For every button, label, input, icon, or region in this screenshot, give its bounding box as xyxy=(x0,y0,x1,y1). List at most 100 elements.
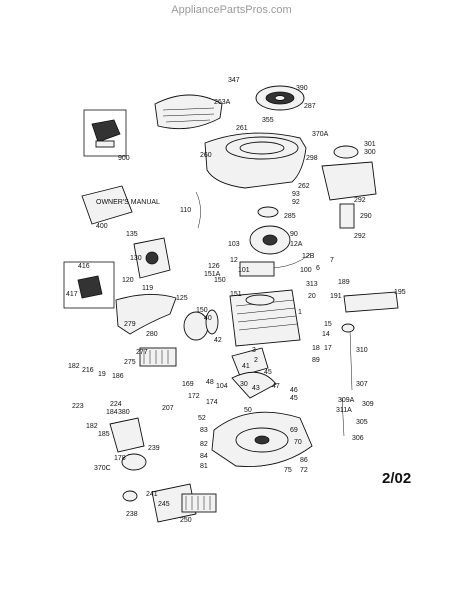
part-number-label: 313 xyxy=(306,281,318,288)
primer-assembly xyxy=(77,275,103,299)
part-number-label: 120 xyxy=(122,277,134,284)
part-number-label: 189 xyxy=(338,279,350,286)
part-number-label: 261 xyxy=(236,125,248,132)
part-number-label: 83 xyxy=(200,427,208,434)
part-number-label: 92 xyxy=(292,199,300,206)
part-number-label: 14 xyxy=(322,331,330,338)
part-number-label: 300 xyxy=(364,149,376,156)
part-number-label: 72 xyxy=(300,467,308,474)
ignition-coil xyxy=(239,261,275,277)
part-number-label: 224 xyxy=(110,401,122,408)
part-number-label: 370A xyxy=(312,131,329,138)
part-number-label: 311A xyxy=(336,407,352,414)
part-number-label: 298 xyxy=(306,155,318,162)
watermark: AppliancePartsPros.com xyxy=(171,4,292,16)
part-number-label: 42 xyxy=(214,337,222,344)
connecting-rod xyxy=(231,347,269,377)
part-number-label: 355 xyxy=(262,117,274,124)
part-number-label: 48 xyxy=(206,379,214,386)
part-number-label: 174 xyxy=(206,399,218,406)
cylinder-block xyxy=(229,289,301,347)
part-number-label: 135 xyxy=(126,231,138,238)
recoil-starter-center xyxy=(274,95,286,101)
part-number-label: 19 xyxy=(98,371,106,378)
part-number-label: 100 xyxy=(300,267,312,274)
part-number-label: 18 xyxy=(312,345,320,352)
part-number-label: 277 xyxy=(136,349,148,356)
part-number-label: 191 xyxy=(330,293,342,300)
filter-element-pleats xyxy=(185,496,211,510)
grill-slots xyxy=(162,107,215,123)
part-number-label: 110 xyxy=(180,207,191,214)
owners-manual xyxy=(81,185,133,225)
part-number-label: 86 xyxy=(300,457,308,464)
governor-bracket xyxy=(343,291,399,313)
part-number-label: 2 xyxy=(254,357,258,364)
part-number-label: 290 xyxy=(360,213,372,220)
part-number-label: 89 xyxy=(312,357,320,364)
part-number-label: 241 xyxy=(146,491,158,498)
part-number-label: 400 xyxy=(96,223,108,230)
oil-fill-tube xyxy=(341,397,345,437)
part-number-label: 309A xyxy=(338,397,355,404)
part-number-label: 285 xyxy=(284,213,296,220)
part-number-label: 12A xyxy=(290,241,303,248)
part-number-label: 3 xyxy=(252,347,256,354)
starter-grill-cover xyxy=(154,94,223,130)
part-number-label: 262 xyxy=(298,183,310,190)
part-number-label: 380 xyxy=(118,409,130,416)
part-number-label: 275 xyxy=(124,359,136,366)
part-number-label: 416 xyxy=(78,263,90,270)
carburetor xyxy=(109,417,145,453)
part-number-label: 90 xyxy=(290,231,298,238)
part-number-label: 310 xyxy=(356,347,368,354)
part-number-label: 169 xyxy=(182,381,194,388)
part-number-label: 900 xyxy=(118,155,130,162)
part-number-label: 207 xyxy=(162,405,174,412)
muffler-bracket xyxy=(339,203,355,229)
part-number-label: 292 xyxy=(354,197,366,204)
part-number-label: 41 xyxy=(242,363,250,370)
part-number-label: 150 xyxy=(214,277,226,284)
part-number-label: 43 xyxy=(252,385,260,392)
air-cleaner-body xyxy=(151,483,197,523)
air-baffle xyxy=(115,294,177,335)
part-number-label: 7 xyxy=(330,257,334,264)
revision-date: 2/02 xyxy=(382,470,412,487)
part-number-label: 93 xyxy=(292,191,300,198)
part-number-label: 239 xyxy=(148,445,160,452)
part-number-label: 301 xyxy=(364,141,376,148)
engine-thumbnail xyxy=(91,119,121,143)
part-number-label: 309 xyxy=(362,401,374,408)
intake-port xyxy=(145,251,159,265)
part-number-label: 185 xyxy=(98,431,110,438)
air-filter xyxy=(139,347,177,367)
part-number-label: 40 xyxy=(204,315,212,322)
part-number-label: 223 xyxy=(72,403,84,410)
part-number-label: 46 xyxy=(290,387,298,394)
part-number-label: 238 xyxy=(126,511,138,518)
part-number-label: 45 xyxy=(264,369,272,376)
part-number-label: 182 xyxy=(86,423,98,430)
part-number-label: 307 xyxy=(356,381,368,388)
dipstick-cap xyxy=(341,323,355,333)
part-number-label: 151 xyxy=(230,291,242,298)
sump-bearing xyxy=(254,435,270,445)
part-number-label: 130 xyxy=(130,255,142,262)
part-number-label: 306 xyxy=(352,435,364,442)
part-number-label: 75 xyxy=(284,467,292,474)
part-number-label: 417 xyxy=(66,291,78,298)
part-number-label: 151A xyxy=(204,271,221,278)
muffler xyxy=(321,161,377,201)
part-number-label: 45 xyxy=(290,395,298,402)
muffler-guard xyxy=(333,145,359,159)
part-number-label: 186 xyxy=(112,373,124,380)
air-cleaner-screw xyxy=(122,490,138,502)
spark-plug-wire xyxy=(273,253,311,269)
part-number-label: 279 xyxy=(124,321,136,328)
part-number-label: 12B xyxy=(302,253,315,260)
part-number-label: 101 xyxy=(238,267,250,274)
